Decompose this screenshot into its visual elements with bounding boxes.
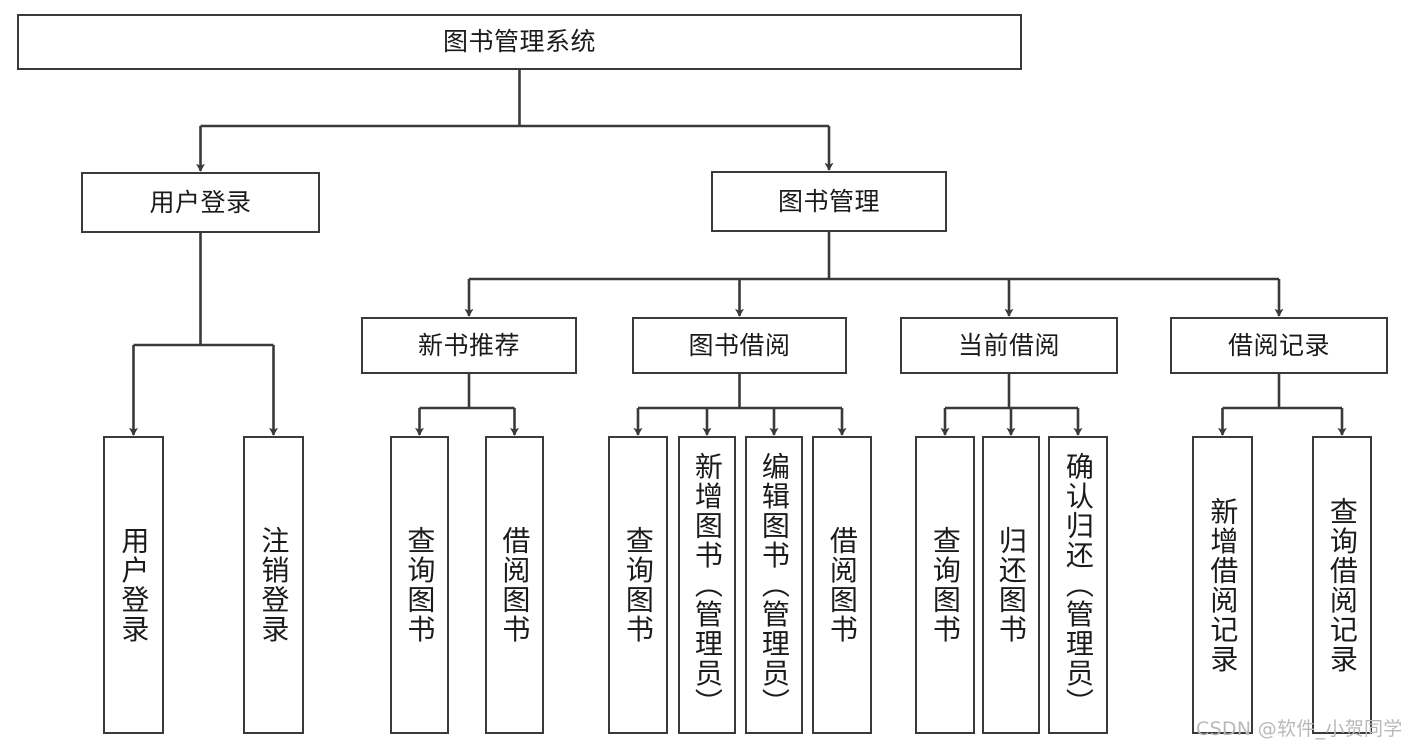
node-label: 查询借阅记录	[1325, 496, 1359, 674]
node-l-confirm[interactable]: 确认归还（管理员）	[1048, 436, 1108, 734]
node-label: 图书借阅	[688, 330, 791, 360]
node-l-borrow1[interactable]: 借阅图书	[485, 436, 544, 734]
node-label: 新增图书（管理员）	[690, 452, 724, 718]
node-root[interactable]: 图书管理系统	[17, 14, 1022, 70]
node-l-logout[interactable]: 注销登录	[243, 436, 304, 734]
node-l-addrec[interactable]: 新增借阅记录	[1192, 436, 1253, 734]
node-label: 图书管理	[777, 186, 880, 216]
node-l-borrow2[interactable]: 借阅图书	[812, 436, 872, 734]
node-l-queryrec[interactable]: 查询借阅记录	[1312, 436, 1372, 734]
node-l-edit[interactable]: 编辑图书（管理员）	[745, 436, 803, 734]
node-l-return[interactable]: 归还图书	[982, 436, 1040, 734]
node-borrow[interactable]: 图书借阅	[632, 317, 847, 374]
node-label: 查询图书	[621, 526, 655, 644]
node-l-query2[interactable]: 查询图书	[608, 436, 668, 734]
node-label: 新增借阅记录	[1206, 496, 1240, 674]
node-label: 新书推荐	[417, 330, 520, 360]
node-bookmgmt[interactable]: 图书管理	[711, 171, 947, 232]
node-label: 用户登录	[149, 187, 252, 217]
node-label: 借阅记录	[1227, 330, 1330, 360]
node-label: 查询图书	[403, 526, 437, 644]
node-l-query3[interactable]: 查询图书	[915, 436, 975, 734]
node-label: 用户登录	[117, 526, 151, 644]
node-label: 借阅图书	[825, 526, 859, 644]
node-label: 借阅图书	[498, 526, 532, 644]
node-records[interactable]: 借阅记录	[1170, 317, 1388, 374]
node-newbook[interactable]: 新书推荐	[361, 317, 577, 374]
node-l-add[interactable]: 新增图书（管理员）	[678, 436, 736, 734]
node-label: 查询图书	[928, 526, 962, 644]
node-label: 图书管理系统	[442, 27, 596, 57]
node-current[interactable]: 当前借阅	[900, 317, 1118, 374]
connector-lines	[129, 70, 1347, 436]
node-label: 编辑图书（管理员）	[757, 452, 791, 718]
node-label: 归还图书	[994, 526, 1028, 644]
node-l-login[interactable]: 用户登录	[103, 436, 164, 734]
node-label: 确认归还（管理员）	[1061, 452, 1095, 718]
node-l-query1[interactable]: 查询图书	[390, 436, 449, 734]
node-login[interactable]: 用户登录	[81, 172, 320, 233]
node-label: 当前借阅	[957, 330, 1060, 360]
node-label: 注销登录	[257, 526, 291, 644]
